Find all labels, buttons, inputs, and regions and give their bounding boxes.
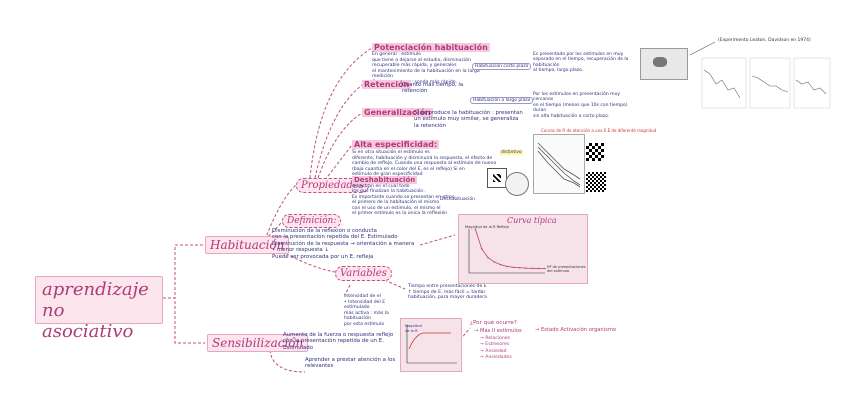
pill-short-term: Habituación corto plazo: [472, 63, 531, 70]
curva-plot: [459, 215, 587, 283]
curva-point: [513, 266, 515, 268]
curva-point: [475, 228, 477, 230]
red-note: Curvas de R de atención a una E.E de dif…: [541, 128, 656, 133]
prop-to-especificidad: [325, 145, 352, 180]
curva-point: [500, 264, 502, 266]
potenciacion-title: Potenciación habituación: [372, 43, 490, 52]
sens-to-footer: [270, 350, 305, 372]
checkerboard-coarse: [586, 143, 604, 161]
curva-point: [538, 268, 540, 270]
deshabituacion-tag: Deshabituación: [440, 197, 475, 202]
variables-node[interactable]: Variables: [335, 266, 392, 281]
curva-line: [475, 229, 545, 269]
mas-ii-text: → Más II estímulos: [474, 328, 544, 334]
short-term-text: Es presentado por los estímulos en muy s…: [533, 52, 633, 74]
arrow-experimento: [690, 42, 715, 55]
sens-list: → Relaciones → Estresores → Ansiedad → A…: [480, 336, 512, 362]
root-node[interactable]: aprendizaje no asociativo: [35, 276, 163, 324]
deshabituacion-title: Deshabituación: [352, 176, 417, 184]
curva-point: [544, 268, 546, 270]
long-term-text: Por los estímulos en presentación muy ce…: [533, 92, 633, 119]
person-icon: [505, 172, 529, 196]
sensibilizacion-footer: Aprender a prestar atención a los releva…: [305, 357, 415, 370]
generalizacion-text: Si se produce la habituación : presentan…: [414, 110, 524, 129]
definicion-label: Definición:: [287, 216, 336, 226]
variables-label: Variables: [340, 268, 387, 279]
sens-list-item: → Ansiedades: [480, 355, 512, 361]
line-graph-image: [533, 134, 585, 194]
especificidad-tag: distintivo: [500, 150, 523, 155]
curva-point: [506, 266, 508, 268]
pill-long-term: Habituación a largo plazo: [470, 97, 533, 104]
definicion-node[interactable]: Definición:: [282, 214, 341, 228]
sensibilizacion-chart: Magnitud de la R: [400, 318, 462, 372]
experimento-graphs: [700, 56, 832, 112]
root-title: aprendizaje no asociativo: [42, 279, 149, 342]
root-to-sensibilizacion: [163, 298, 205, 343]
curva-point: [494, 261, 496, 263]
line-graph-svg: [534, 135, 584, 193]
especificidad-text: Si en otra situación el estímulo es dife…: [352, 150, 502, 178]
checkerboard-fine: [586, 172, 606, 192]
stimulus-icon: [487, 168, 507, 188]
curva-point: [487, 257, 489, 259]
definicion-text: Disminución de la reflexión o conducta c…: [272, 228, 422, 260]
sens-list-item: → Estresores: [480, 342, 512, 348]
especificidad-title: Alta especificidad:: [352, 140, 439, 149]
sensibilizacion-text: Aumento de la fuerza o respuesta reflejo…: [283, 332, 398, 351]
curva-point: [481, 248, 483, 250]
estado-text: → Estado Activación organismo: [535, 327, 625, 333]
experimento-label: (Experimento Leaton, Davidson en 1974): [718, 38, 811, 43]
retencion-text: Cuanto más tiempo, la retención: [402, 82, 482, 95]
root-to-habituacion: [163, 245, 205, 298]
curva-point: [525, 267, 527, 269]
curva-point: [532, 268, 534, 270]
experimento-image: [640, 48, 688, 80]
curva-point: [519, 267, 521, 269]
def-to-curva: [420, 235, 455, 245]
curva-tipica-chart: Curva típica Magnitud de la R Refleja Nº…: [458, 214, 588, 284]
tiempo-text: Tiempo entre presentaciones de E ↑ tiemp…: [408, 284, 500, 301]
experimento-graphs-svg: [700, 56, 832, 112]
sens-chart-svg: [401, 319, 461, 371]
por-que-text: ¿Por qué ocurre?: [470, 320, 550, 326]
